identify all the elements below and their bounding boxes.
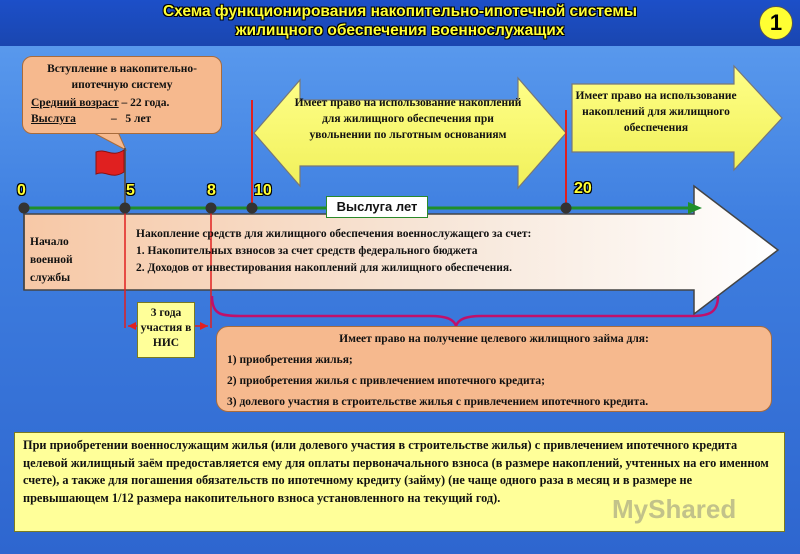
accumulation-heading: Накопление средств для жилищного обеспеч… xyxy=(136,228,532,240)
timeline-dot-10 xyxy=(246,202,258,214)
tick-label-20: 20 xyxy=(574,180,592,197)
service-years-label: Выслуга лет xyxy=(326,196,428,218)
target-loan-item-3: 3) долевого участия в строительстве жиль… xyxy=(227,396,649,408)
service-row: Выслуга – 5 лет xyxy=(31,111,213,127)
target-loan-item-1: 1) приобретения жилья; xyxy=(227,354,353,366)
tick-label-10: 10 xyxy=(254,182,272,199)
timeline-dot-8 xyxy=(205,202,217,214)
accumulation-item-2: 2. Доходов от инвестирования накоплений … xyxy=(136,262,513,274)
bottom-note: При приобретении военнослужащим жилья (и… xyxy=(14,432,785,532)
page-title: Схема функционирования накопительно-ипот… xyxy=(60,2,740,40)
timeline-arrowhead xyxy=(688,202,702,214)
timeline-dot-20 xyxy=(560,202,572,214)
service-start-label: Начало военной службы xyxy=(30,236,73,284)
curly-brace xyxy=(210,295,720,330)
timeline-dot-5 xyxy=(119,202,131,214)
service-label: Выслуга xyxy=(31,113,76,125)
accumulation-item-1: 1. Накопительных взносов за счет средств… xyxy=(136,245,478,257)
nis-arrowhead-right xyxy=(200,322,208,330)
nis-participation-box: 3 года участия в НИС xyxy=(137,302,195,358)
average-age-value: – 22 года. xyxy=(121,97,170,109)
flag-icon xyxy=(95,149,125,176)
tick-label-8: 8 xyxy=(207,182,216,199)
callout-pointer xyxy=(91,131,128,152)
target-loan-heading: Имеет право на получение целевого жилищн… xyxy=(339,333,649,345)
entry-callout: Вступление в накопительно-ипотечную сист… xyxy=(22,56,222,134)
tick-label-0: 0 xyxy=(17,182,26,199)
title-line-1: Схема функционирования накопительно-ипот… xyxy=(162,3,638,20)
title-line-2: жилищного обеспечения военнослужащих xyxy=(235,22,565,39)
service-value: – 5 лет xyxy=(111,113,152,125)
accumulation-text: Накопление средств для жилищного обеспеч… xyxy=(136,226,696,277)
slide-number-badge: 1 xyxy=(759,6,793,40)
average-age-row: Средний возраст – 22 года. xyxy=(31,95,213,111)
timeline-dot-0 xyxy=(18,202,30,214)
tick-label-5: 5 xyxy=(126,182,135,199)
entry-callout-heading: Вступление в накопительно-ипотечную сист… xyxy=(47,63,197,91)
target-loan-box: Имеет право на получение целевого жилищн… xyxy=(216,326,772,412)
watermark: MyShared xyxy=(612,494,737,524)
target-loan-item-2: 2) приобретения жилья с привлечением ипо… xyxy=(227,375,545,387)
nis-arrowhead-left xyxy=(128,322,136,330)
twenty-years-arrow xyxy=(571,64,783,172)
title-bar xyxy=(0,0,800,46)
twenty-years-arrow-text: Имеет право на использование накоплений … xyxy=(575,90,737,134)
average-age-label: Средний возраст xyxy=(31,97,119,109)
dismissal-arrow-text: Имеет право на использование накоплений … xyxy=(294,97,522,141)
